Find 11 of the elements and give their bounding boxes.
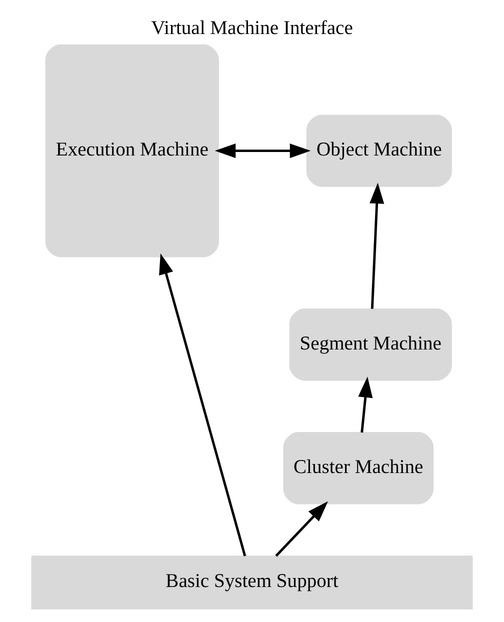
diagram-title: Virtual Machine Interface: [151, 18, 353, 39]
node-box: Execution Machine: [45, 44, 219, 258]
node-box: Object Machine: [306, 114, 452, 187]
arrow: [275, 501, 328, 557]
arrow: [370, 182, 384, 309]
node-box: Cluster Machine: [283, 432, 434, 504]
node-box: Segment Machine: [289, 308, 452, 381]
arrow: [159, 253, 246, 556]
arrow: [214, 144, 311, 158]
node-box: Basic System Support: [31, 556, 473, 610]
arrow: [358, 376, 373, 433]
